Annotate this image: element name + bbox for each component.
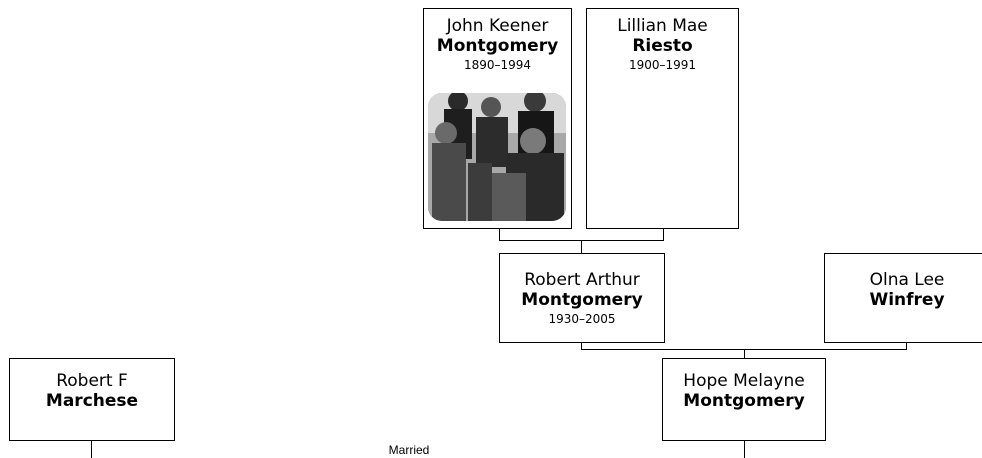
connector <box>744 440 745 458</box>
family-photo-icon <box>428 93 566 221</box>
connector <box>906 342 907 350</box>
surname: Riesto <box>632 36 693 56</box>
life-years: 1900–1991 <box>628 58 697 72</box>
given-name: Olna Lee <box>869 270 945 290</box>
given-name: Robert F <box>56 371 128 391</box>
given-name: John Keener <box>446 16 549 36</box>
given-name: Robert Arthur <box>524 270 640 290</box>
surname: Montgomery <box>683 391 805 411</box>
life-years: 1890–1994 <box>463 58 532 72</box>
person-card-hope-montgomery[interactable]: Hope Melayne Montgomery <box>662 358 826 441</box>
given-name: Lillian Mae <box>617 16 708 36</box>
connector <box>91 440 92 458</box>
connector <box>499 228 500 240</box>
connector <box>744 349 745 359</box>
surname: Marchese <box>45 391 139 411</box>
marriage-label: Married <box>388 443 430 457</box>
person-card-john-montgomery[interactable]: John Keener Montgomery 1890–1994 <box>423 8 572 229</box>
surname: Montgomery <box>521 290 643 310</box>
given-name: Hope Melayne <box>683 371 805 391</box>
life-years: 1930–2005 <box>548 312 616 326</box>
person-card-robert-marchese[interactable]: Robert F Marchese <box>9 358 175 441</box>
connector <box>581 240 582 253</box>
person-card-robert-arthur-montgomery[interactable]: Robert Arthur Montgomery 1930–2005 <box>499 253 665 343</box>
person-card-olna-winfrey[interactable]: Olna Lee Winfrey <box>824 253 982 343</box>
person-card-lillian-riesto[interactable]: Lillian Mae Riesto 1900–1991 <box>586 8 739 229</box>
surname: Montgomery <box>436 36 559 56</box>
connector <box>581 342 582 350</box>
connector <box>663 228 664 240</box>
surname: Winfrey <box>869 290 945 310</box>
